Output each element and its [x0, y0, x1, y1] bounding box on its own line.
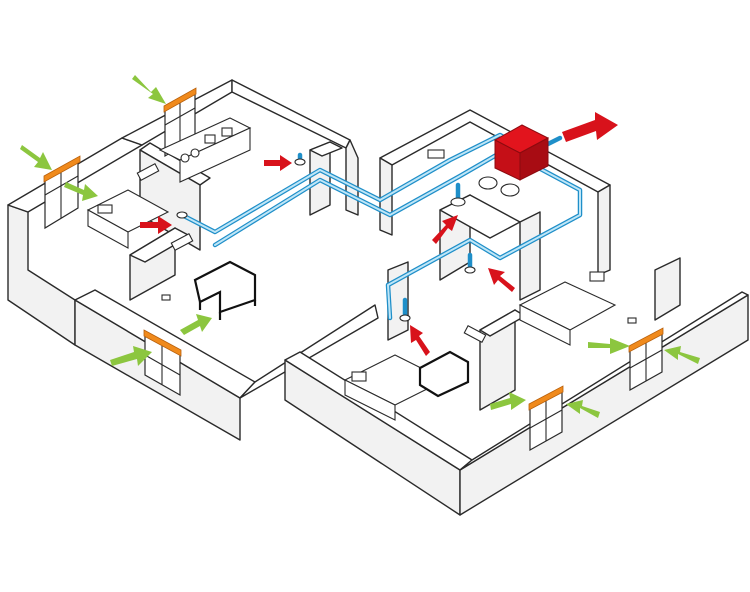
window-vent-5 — [628, 327, 664, 353]
fresh-air-arrow-8 — [588, 338, 630, 354]
floor-grille-left — [161, 294, 171, 301]
wall-bedroom-low-top — [239, 304, 379, 399]
fresh-air-arrow-5 — [180, 314, 212, 335]
exhaust-arrow-lower — [410, 325, 430, 356]
diffuser-bath — [450, 197, 466, 207]
window-vent-3 — [143, 329, 182, 357]
fresh-air-arrow-7 — [566, 400, 600, 418]
ac-unit-lower — [463, 325, 487, 343]
exhaust-arrow-bedroom-right — [488, 268, 515, 292]
fresh-air-arrow-9 — [664, 346, 700, 364]
exhaust-arrow-kitchen — [264, 155, 292, 171]
diffuser-left — [176, 211, 188, 219]
fresh-air-arrow-1 — [20, 145, 52, 170]
wall-east-face — [597, 184, 611, 276]
fresh-air-arrow-2 — [64, 182, 98, 201]
fresh-air-arrows — [20, 75, 700, 418]
sofa-living — [193, 260, 257, 320]
window-vent-4 — [528, 385, 564, 411]
ac-unit-mid — [170, 233, 194, 251]
ventilation-unit[interactable] — [493, 124, 550, 181]
ac-unit-left — [136, 163, 160, 181]
sofa-lower — [418, 350, 470, 398]
exhaust-arrow-main — [562, 112, 618, 142]
diffusers — [161, 158, 637, 324]
fresh-air-arrow-4 — [110, 346, 152, 366]
window-vents — [43, 87, 664, 411]
partition-right-b — [519, 211, 541, 301]
exhaust-arrows — [140, 112, 618, 356]
fresh-air-arrow-6 — [490, 392, 526, 410]
fresh-air-arrow-3 — [132, 75, 166, 104]
ductwork — [179, 132, 583, 321]
diffuser-bedroom-right — [464, 266, 476, 274]
bed-right — [518, 271, 617, 346]
bathroom-fixtures — [427, 149, 520, 197]
pillar-center-top — [309, 141, 343, 157]
exhaust-arrow-bedroom-left — [140, 216, 172, 234]
diffuser-kitchen — [294, 158, 306, 166]
kitchen-counter — [158, 117, 252, 183]
bed-left — [86, 189, 170, 249]
diffuser-lower — [399, 314, 411, 322]
floor-grille-right — [627, 317, 637, 324]
window-vent-2 — [163, 87, 197, 113]
window-vent-1 — [43, 155, 81, 183]
partition-right-bedroom — [654, 257, 681, 321]
furniture — [86, 117, 617, 421]
exhaust-arrow-bath — [432, 215, 458, 244]
